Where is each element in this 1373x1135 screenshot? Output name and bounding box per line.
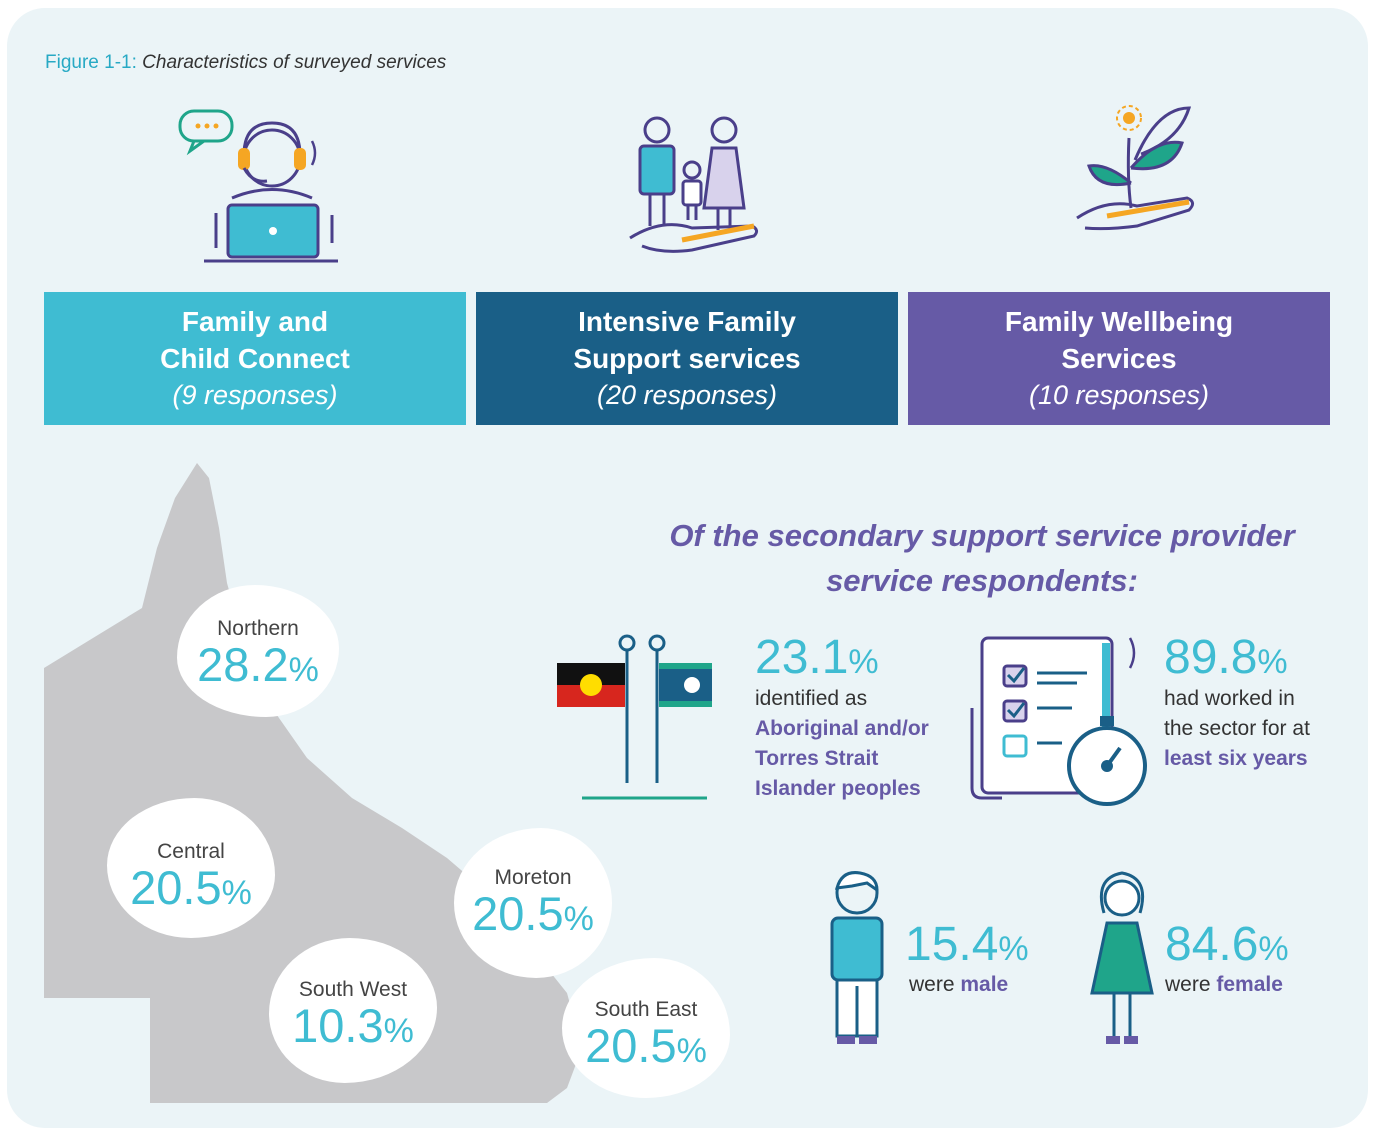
figure-panel: Figure 1-1: Characteristics of surveyed …: [7, 8, 1368, 1128]
region-name: Central: [157, 840, 225, 863]
region-name: South West: [298, 978, 408, 1001]
region-value: 20.5%: [130, 861, 252, 914]
heading-line2: service respondents:: [826, 563, 1138, 598]
region-moreton: Moreton 20.5%: [454, 828, 612, 978]
service-box-family-wellbeing: Family Wellbeing Services (10 responses): [908, 292, 1330, 425]
female-stat-value: 84.6%: [1165, 918, 1289, 971]
figure-label: Figure 1-1:: [45, 52, 137, 73]
service-line1: Family and: [181, 306, 329, 337]
region-name: South East: [594, 998, 698, 1021]
figure-title: Figure 1-1: Characteristics of surveyed …: [45, 52, 446, 74]
experience-highlight: least six years: [1164, 747, 1308, 770]
service-box-family-child-connect: Family and Child Connect (9 responses): [44, 292, 466, 425]
experience-text-1: had worked in: [1164, 687, 1295, 710]
region-central: Central 20.5%: [107, 798, 275, 938]
service-line1: Family Wellbeing: [1004, 306, 1234, 337]
service-responses: (10 responses): [1028, 380, 1210, 410]
region-value: 28.2%: [197, 638, 319, 691]
service-responses: (20 responses): [596, 380, 778, 410]
female-stat-text: were female: [1165, 970, 1283, 1000]
experience-stat-value: 89.8%: [1164, 631, 1288, 684]
region-value: 10.3%: [292, 999, 414, 1052]
heading-line1: Of the secondary support service provide…: [669, 518, 1295, 553]
region-south-west: South West 10.3%: [269, 938, 437, 1083]
service-responses: (9 responses): [172, 380, 338, 410]
region-south-east: South East 20.5%: [562, 958, 730, 1098]
service-line2: Support services: [573, 343, 801, 374]
male-stat-value: 15.4%: [905, 918, 1029, 971]
male-stat-text: were male: [909, 970, 1008, 1000]
region-name: Moreton: [494, 866, 572, 889]
queensland-map: [44, 463, 582, 1103]
experience-stat-text: had worked in the sector for at least si…: [1164, 684, 1310, 774]
family-in-hand-icon: [629, 116, 759, 253]
indigenous-stat-text: identified as Aboriginal and/or Torres S…: [755, 684, 929, 804]
male-highlight: male: [960, 973, 1009, 996]
indigenous-highlight-3: Islander peoples: [755, 777, 921, 800]
service-box-intensive-family-support: Intensive Family Support services (20 re…: [476, 292, 898, 425]
indigenous-highlight-2: Torres Strait: [755, 747, 879, 770]
experience-text-2: the sector for at: [1164, 717, 1310, 740]
indigenous-flags-icon: [557, 634, 712, 800]
figure-caption: Characteristics of surveyed services: [142, 52, 447, 73]
region-value: 20.5%: [472, 887, 594, 940]
region-name: Northern: [217, 617, 299, 640]
female-highlight: female: [1216, 973, 1283, 996]
helpline-headset-laptop-icon: [178, 109, 338, 263]
service-line1: Intensive Family: [578, 306, 796, 337]
indigenous-text: identified as: [755, 687, 868, 710]
male-text: were: [909, 973, 955, 996]
service-line2: Child Connect: [160, 343, 350, 374]
checklist-stopwatch-icon: [970, 636, 1147, 806]
respondents-heading: Of the secondary support service provide…: [657, 513, 1307, 603]
plant-in-hand-icon: [1076, 105, 1194, 231]
female-text: were: [1165, 973, 1211, 996]
region-value: 20.5%: [585, 1019, 707, 1072]
female-person-icon: [1090, 871, 1154, 1044]
indigenous-stat-value: 23.1%: [755, 631, 879, 684]
service-line2: Services: [1061, 343, 1177, 374]
male-person-icon: [830, 871, 884, 1044]
indigenous-highlight-1: Aboriginal and/or: [755, 717, 929, 740]
region-northern: Northern 28.2%: [177, 585, 339, 717]
